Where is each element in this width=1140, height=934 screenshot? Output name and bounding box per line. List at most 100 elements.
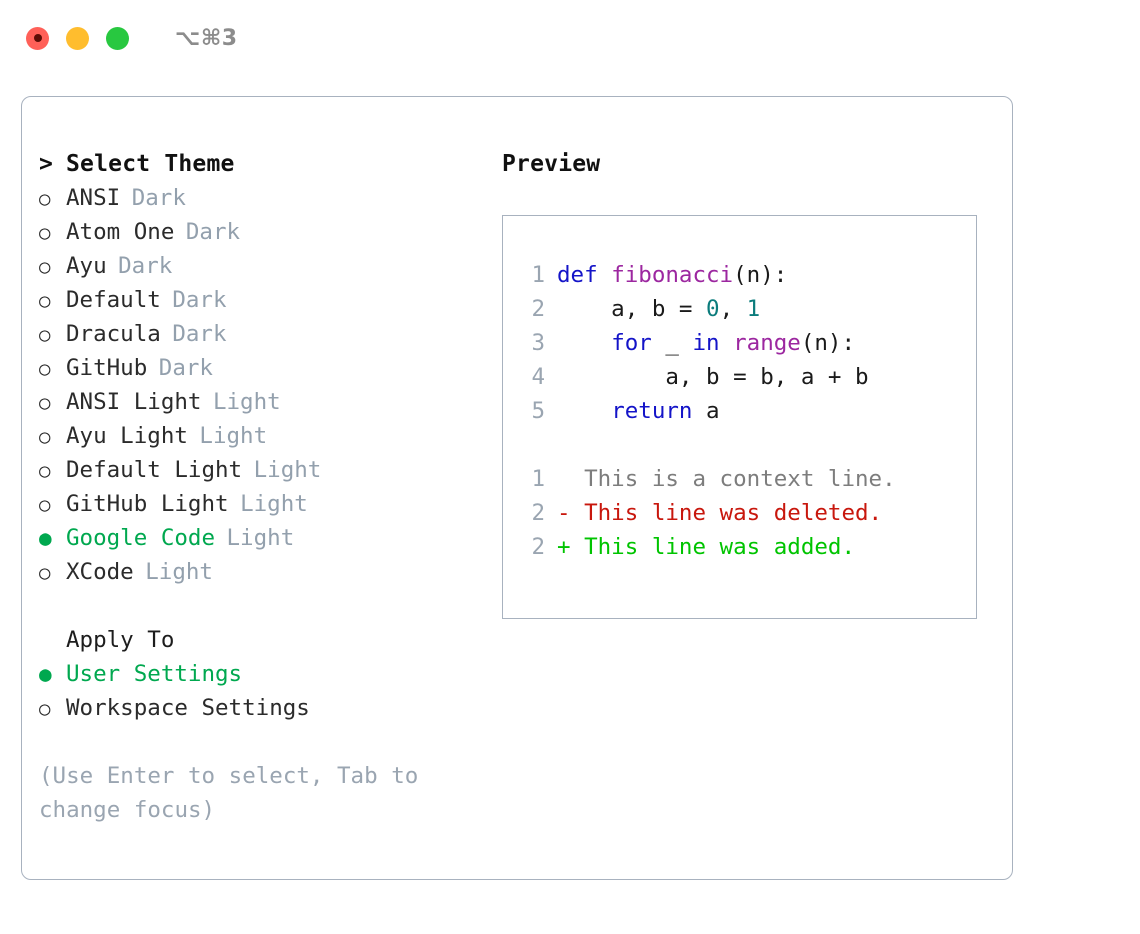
theme-kind-badge: Dark [172, 287, 227, 313]
theme-name-label: Atom One [66, 219, 175, 245]
theme-list-item[interactable]: ○ ANSI Light Light [39, 385, 479, 419]
close-window-button[interactable] [26, 26, 49, 50]
keyboard-hint-text: (Use Enter to select, Tab to change focu… [39, 763, 432, 823]
diff-line-number: 2 [531, 500, 545, 526]
select-theme-header: > Select Theme [39, 147, 479, 181]
theme-name-label: Ayu [66, 253, 107, 279]
theme-list-item[interactable]: ● Google Code Light [39, 521, 479, 555]
theme-list-item[interactable]: ○ Atom One Dark [39, 215, 479, 249]
code-token-plain: a [692, 398, 720, 424]
code-line-number: 5 [531, 398, 545, 424]
theme-kind-badge: Light [145, 559, 213, 585]
theme-kind-badge: Dark [185, 219, 241, 245]
theme-name-label: ANSI Light [66, 389, 202, 415]
prompt-caret-icon: > [39, 151, 54, 177]
code-line-number: 1 [531, 262, 545, 288]
theme-kind-badge: Light [253, 457, 322, 483]
traffic-light-group [26, 26, 129, 50]
code-line: 3 for _ in range(n): [519, 326, 976, 360]
code-token-plain [557, 326, 611, 360]
code-token-plain: a, b = b, a + b [557, 364, 869, 390]
apply-to-header-label: Apply To [66, 627, 175, 653]
code-token-kw: return [611, 398, 693, 424]
theme-kind-badge: Dark [131, 185, 186, 211]
theme-name-label: GitHub [66, 355, 148, 381]
theme-name-label: ANSI [66, 185, 121, 211]
theme-kind-badge: Light [240, 491, 308, 517]
diff-marker-context [557, 462, 571, 496]
diff-line-number: 1 [531, 466, 545, 492]
theme-list-item[interactable]: ○ Default Light Light [39, 453, 479, 487]
apply-to-header-indent [39, 624, 66, 658]
code-token-plain: , [719, 296, 747, 322]
title-bar: ⌥⌘3 [0, 0, 1140, 76]
radio-selected-icon: ● [39, 526, 52, 550]
theme-kind-badge: Dark [172, 321, 227, 347]
code-token-plain [557, 394, 611, 428]
code-token-plain: _ [651, 330, 693, 356]
theme-list-item[interactable]: ○ XCode Light [39, 555, 479, 589]
apply-to-option-label: Workspace Settings [66, 695, 310, 721]
code-token-fn: range [733, 330, 801, 356]
code-token-plain [720, 326, 734, 360]
theme-list-item[interactable]: ○ ANSI Dark [39, 181, 479, 215]
radio-unselected-icon: ○ [39, 460, 51, 482]
diff-marker-add: + [557, 534, 571, 560]
theme-kind-badge: Light [199, 423, 268, 449]
code-token-num: 1 [746, 296, 761, 322]
radio-unselected-icon: ○ [39, 698, 51, 720]
theme-name-label: Ayu Light [66, 423, 188, 449]
code-token-plain: a, b = [557, 296, 707, 322]
theme-name-label: Default [66, 287, 161, 313]
apply-to-option[interactable]: ○ Workspace Settings [39, 691, 479, 725]
radio-unselected-icon: ○ [39, 222, 51, 244]
theme-list-item[interactable]: ○ Ayu Dark [39, 249, 479, 283]
diff-line-number: 2 [531, 534, 545, 560]
apply-to-option[interactable]: ●User Settings [39, 657, 479, 691]
radio-unselected-icon: ○ [39, 494, 51, 516]
code-token-kw: in [692, 330, 720, 356]
code-token-num: 0 [706, 296, 720, 322]
select-theme-header-label: Select Theme [66, 151, 235, 177]
radio-unselected-icon: ○ [39, 256, 51, 278]
code-token-kw: def [557, 262, 612, 288]
diff-line: 2+ This line was added. [519, 530, 976, 564]
theme-kind-badge: Light [212, 389, 281, 415]
diff-marker-del: - [557, 500, 571, 526]
apply-to-list: ●User Settings ○ Workspace Settings [39, 657, 479, 725]
code-token-plain: (n): [733, 262, 788, 288]
radio-unselected-icon: ○ [39, 188, 51, 210]
theme-name-label: Dracula [66, 321, 161, 347]
theme-name-label: Default Light [66, 457, 243, 483]
theme-name-label: Google Code [66, 525, 216, 551]
code-line-number: 3 [531, 330, 545, 356]
minimize-window-button[interactable] [66, 26, 89, 50]
diff-text-del: This line was deleted. [570, 500, 883, 526]
maximize-window-button[interactable] [106, 26, 129, 50]
code-token-plain: (n): [800, 330, 856, 356]
theme-list-item[interactable]: ○ Ayu Light Light [39, 419, 479, 453]
theme-name-label: XCode [66, 559, 134, 585]
code-line-number: 2 [531, 296, 545, 322]
keyboard-shortcut-label: ⌥⌘3 [175, 25, 238, 51]
preview-title: Preview [502, 151, 601, 177]
code-line-number: 4 [531, 364, 545, 390]
code-line: 5 return a [519, 394, 976, 428]
radio-unselected-icon: ○ [39, 426, 51, 448]
theme-kind-badge: Light [226, 525, 295, 551]
radio-unselected-icon: ○ [39, 562, 51, 584]
theme-kind-badge: Dark [118, 253, 173, 279]
radio-unselected-icon: ○ [39, 392, 51, 414]
